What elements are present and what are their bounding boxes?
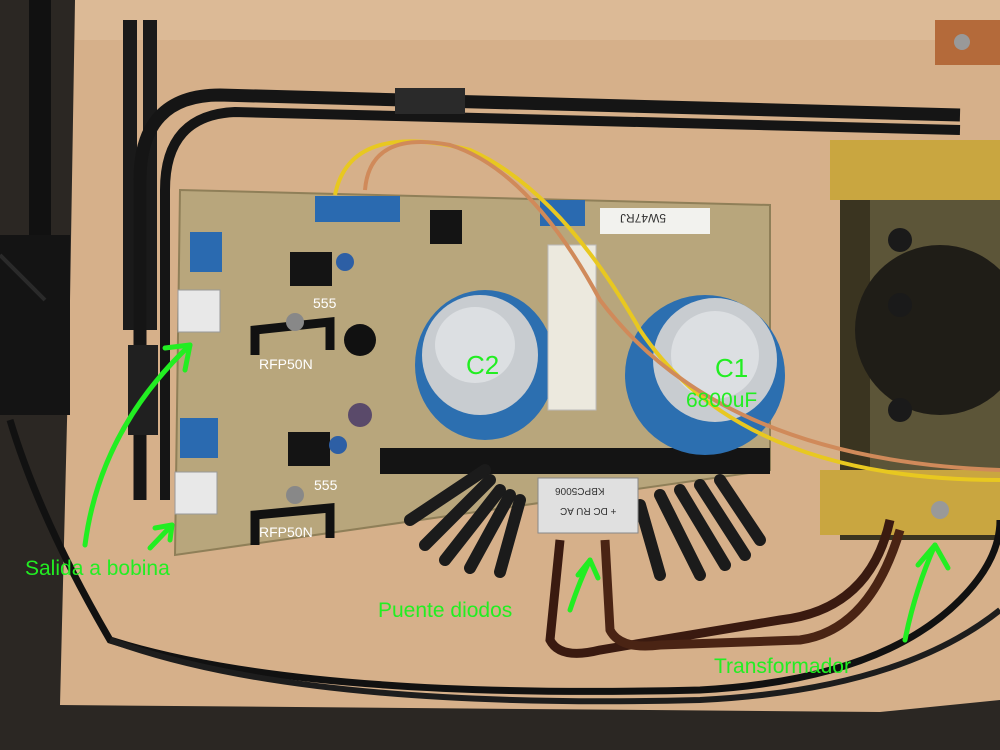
power-plug [0, 235, 70, 415]
twisted-cable [6, 418, 1000, 695]
output-terminal-bottom [174, 471, 218, 515]
yellow-wire [333, 139, 1000, 482]
power-resistor [547, 244, 597, 411]
brown-wire-1 [545, 519, 895, 658]
annotation-output: Salida a bobina [25, 557, 170, 580]
diode-bridge [537, 477, 639, 534]
bridge-marking: KBPC5006 [555, 485, 605, 496]
cap-c1-label: C1 [715, 353, 749, 383]
annotation-bridge: Puente diodos [378, 599, 513, 622]
transformer [820, 140, 1000, 540]
output-terminal-top [177, 289, 221, 333]
capacitor-c1 [625, 295, 785, 455]
resistor-marking: 5W47RJ [620, 211, 667, 225]
cap-c1-value: 6800uF [686, 389, 758, 412]
bridge-polarity: + DC RU AC [560, 505, 617, 516]
mosfet-top-label: RFP50N [259, 356, 313, 372]
mosfet-bottom [250, 503, 335, 545]
cap-c2-label: C2 [466, 350, 500, 380]
annotation-transformer: Transformador [714, 655, 851, 678]
ic-555-bottom [288, 432, 330, 466]
capacitor-c2 [415, 290, 555, 440]
annotation-arrows [82, 342, 951, 643]
orange-wire [363, 140, 1000, 472]
coil-cable-vertical [123, 20, 157, 330]
ic-bottom-label: 555 [314, 477, 338, 493]
terminal-block-top [315, 196, 400, 222]
ic-top-label: 555 [313, 295, 337, 311]
heatsink [380, 448, 770, 581]
cable-tie [395, 88, 465, 114]
mosfet-bottom-label: RFP50N [259, 524, 313, 540]
ic-555-top [290, 252, 332, 286]
brown-wire-2 [600, 528, 905, 651]
coil-cable-top [133, 88, 961, 500]
